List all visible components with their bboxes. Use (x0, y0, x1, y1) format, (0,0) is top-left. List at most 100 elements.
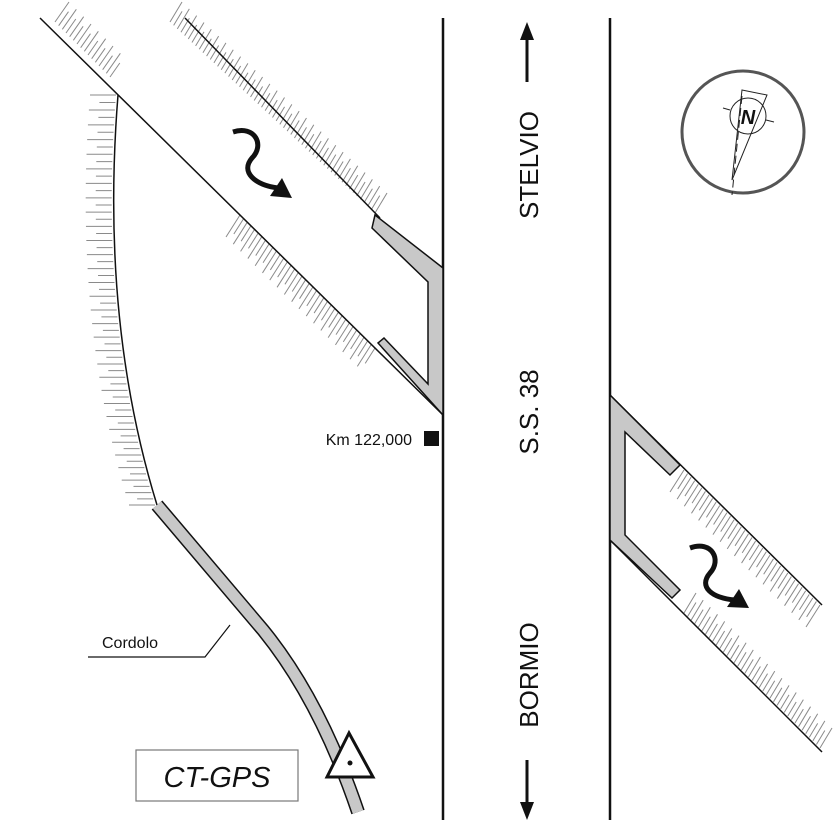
hatch-mark (801, 715, 811, 731)
hatch-mark (794, 708, 804, 724)
hatch-mark (240, 229, 256, 252)
hatch-mark (705, 501, 717, 518)
hatch-mark (72, 26, 84, 41)
hatch-mark (805, 604, 821, 628)
hatch-mark (777, 572, 789, 589)
hatch-mark (275, 106, 285, 122)
km-marker-label: Km 122,000 (326, 432, 412, 449)
hatch-mark (773, 687, 783, 703)
hatch-mark (279, 104, 293, 125)
hatch-mark (748, 547, 764, 571)
hatch-mark (751, 666, 761, 681)
hatch-mark (209, 45, 220, 60)
hatch-mark (91, 38, 107, 59)
hatch-mark (726, 635, 740, 656)
hatch-mark (232, 221, 248, 245)
hatch-mark (815, 730, 826, 745)
hatch-mark (305, 133, 315, 149)
arrow-up-icon (520, 22, 534, 82)
hatch-mark (769, 678, 783, 699)
hatch-mark (741, 540, 757, 564)
hatch-mark (233, 218, 245, 235)
hatch-mark (364, 347, 376, 364)
hatch-mark (669, 469, 685, 493)
hatch-mark (76, 23, 92, 45)
hatch-mark (301, 124, 315, 146)
hatch-mark (697, 606, 711, 628)
hatch-mark (319, 147, 329, 163)
hatch-mark (683, 592, 697, 614)
hatch-mark (217, 52, 227, 67)
hatch-mark (776, 576, 792, 599)
hatch-mark (195, 31, 205, 47)
hatch-mark (784, 583, 799, 606)
hatch-mark (283, 272, 299, 295)
hatch-mark (676, 476, 692, 500)
km-marker-icon (424, 431, 439, 446)
hatch-mark (328, 311, 339, 328)
hatch-mark (290, 120, 300, 135)
hatch-mark (248, 232, 259, 249)
arrow-down-icon (520, 760, 534, 820)
hatch-mark (262, 247, 274, 264)
hatch-mark (255, 239, 266, 256)
hatch-mark (264, 90, 278, 111)
hatch-mark (783, 692, 797, 713)
hatch-mark (756, 551, 767, 568)
hatch-mark (269, 257, 285, 281)
hatch-mark (187, 24, 198, 40)
hatch-mark (741, 537, 753, 554)
hatch-mark (737, 652, 747, 667)
hatch-mark (791, 590, 807, 614)
curb-island-left (371, 213, 444, 417)
hatch-mark (305, 293, 321, 317)
hatch-mark (286, 110, 300, 132)
escarpment-line (112, 94, 158, 506)
gps-station-triangle-icon (324, 729, 376, 779)
hatch-mark (780, 694, 790, 710)
hatch-mark (94, 48, 106, 63)
hatch-mark (320, 308, 336, 331)
hatch-mark (687, 602, 697, 617)
hatch-mark (297, 127, 307, 142)
hatch-mark (308, 131, 322, 152)
road-name-label: S.S. 38 (514, 369, 544, 454)
direction-north-label: STELVIO (514, 111, 544, 219)
hatch-mark (342, 326, 354, 343)
hatch-mark (231, 65, 242, 81)
hatch-mark (109, 62, 121, 78)
hatch-mark (291, 279, 307, 302)
hatch-mark (345, 165, 359, 186)
hatch-mark (733, 533, 749, 557)
hatch-mark (173, 11, 183, 26)
hatch-mark (698, 498, 714, 521)
hatch-mark (765, 680, 776, 695)
hatch-mark (677, 473, 689, 490)
hatch-mark (787, 701, 797, 717)
hatch-mark (257, 83, 271, 105)
hatch-mark (313, 297, 325, 314)
curb-leader-line (88, 624, 231, 658)
hatch-mark (272, 97, 285, 118)
hatch-mark (250, 76, 263, 98)
hatch-mark (283, 113, 293, 128)
hatch-mark (762, 562, 778, 585)
hatch-mark (98, 45, 114, 67)
hatch-mark (733, 642, 747, 663)
hatch-mark (105, 53, 121, 74)
hatch-mark (798, 597, 814, 621)
hatch-mark (367, 185, 381, 207)
hatch-mark (712, 621, 726, 642)
hatch-mark (683, 483, 699, 507)
hatch-mark (719, 519, 735, 543)
hatch-mark (61, 9, 77, 30)
hatch-mark (701, 616, 711, 632)
hatch-mark (349, 336, 365, 360)
hatch-mark (335, 318, 347, 335)
hatch-mark (740, 649, 754, 671)
hatch-mark (87, 40, 99, 56)
hatch-mark (224, 58, 234, 74)
hatch-mark (202, 38, 212, 53)
hatch-mark (744, 659, 754, 674)
